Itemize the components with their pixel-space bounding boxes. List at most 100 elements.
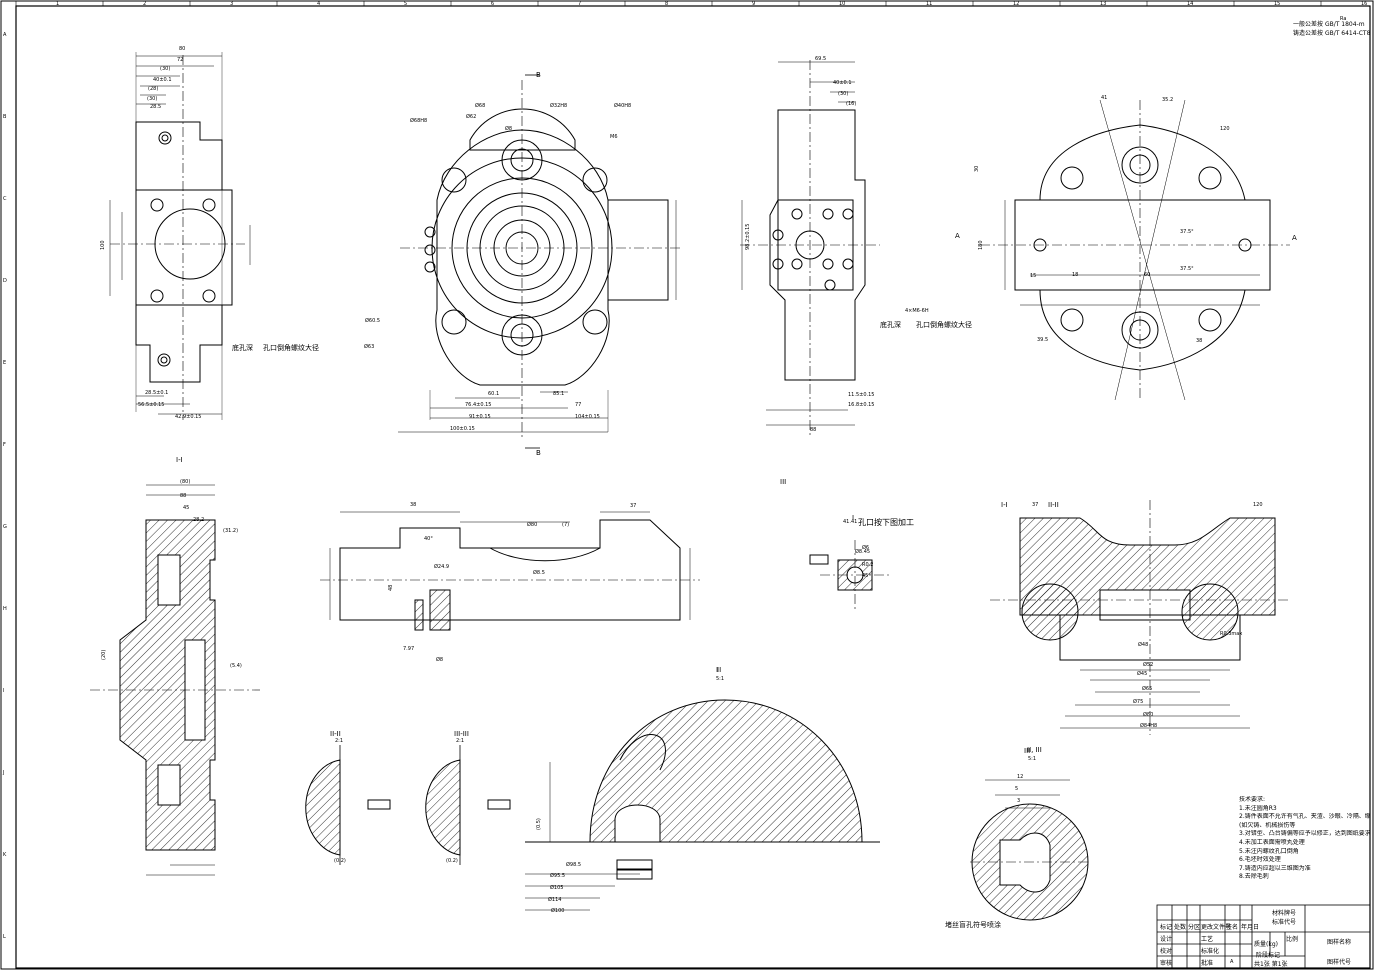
- section-label: I-I: [176, 456, 183, 464]
- hole-detail: [809, 540, 890, 610]
- column-marker: 1: [56, 1, 59, 7]
- tolerance-code-1: GB/T 1804-m: [1324, 21, 1365, 28]
- scale-label: 2:1: [456, 738, 464, 744]
- dimension-s4: Ø48: [1138, 641, 1148, 648]
- column-marker: 3: [230, 1, 233, 7]
- inner-border: [15, 5, 1371, 969]
- dimension-v1: 28.5±0.1: [145, 390, 168, 396]
- role-process: 工艺: [1201, 936, 1214, 943]
- dimension-s4: Ø45: [1137, 670, 1147, 677]
- dimension-v4: 180: [978, 240, 984, 250]
- row-marker: I: [3, 688, 4, 694]
- detail-iii-disk: [425, 745, 511, 865]
- section-label: I: [852, 514, 854, 522]
- dimension-s1: (80): [180, 479, 190, 485]
- section-label: III: [780, 478, 786, 486]
- plug-note: 堵丝盲孔符号喷涂: [945, 920, 1001, 929]
- dimension-v4: 120: [1220, 126, 1230, 132]
- rev-zone: 分区: [1188, 924, 1201, 931]
- part-code-label: 图样代号: [1327, 959, 1352, 966]
- tech-req-title: 技术要求:: [1239, 796, 1266, 803]
- tech-req-item: 3.对错型、凸台铸偏等应予以修正，达到图纸要求: [1239, 830, 1371, 838]
- dimension-v2: Ø68H8: [410, 117, 427, 124]
- tolerance-code-2: GB/T 6414-CT8: [1324, 30, 1371, 37]
- detail-ii-disk: [305, 745, 391, 865]
- row-marker: B: [3, 114, 7, 120]
- dimension-det: (0.2): [334, 858, 346, 864]
- view-side-left: [109, 52, 251, 420]
- dimension-v2: Ø62: [466, 113, 476, 120]
- section-label: II-II: [1048, 501, 1059, 509]
- rev-doc: 更改文件号: [1201, 924, 1232, 931]
- column-marker: 2: [143, 1, 146, 7]
- row-marker: L: [3, 934, 6, 940]
- dimension-s2: Ø80: [527, 521, 537, 528]
- material-label: 材料牌号: [1272, 910, 1297, 917]
- dimension-v2: Ø40H8: [614, 102, 631, 109]
- scale-label: 2:1: [335, 738, 343, 744]
- dimension-s4: 120: [1253, 502, 1263, 508]
- column-marker: 11: [926, 1, 932, 7]
- dimension-s4: Ø80: [1143, 711, 1153, 718]
- dimension-s2: Ø8: [436, 656, 443, 663]
- row-marker: J: [2, 770, 4, 776]
- row-marker: G: [3, 524, 7, 530]
- dimension-s3: Ø6: [862, 544, 869, 551]
- dimension-s1: 88: [180, 493, 186, 499]
- section-label: III-III: [454, 730, 469, 738]
- tech-req-item: 8.去除毛刺: [1239, 873, 1269, 881]
- column-marker: 16: [1361, 1, 1367, 7]
- rev-date: 年月日: [1241, 924, 1260, 931]
- sheets-label: 共1张 第1张: [1254, 961, 1288, 968]
- dimension-v4: 37.5°: [1180, 266, 1194, 272]
- dimension-s4: Ø75: [1133, 698, 1143, 705]
- scale-label: 5:1: [716, 676, 724, 682]
- dimension-s1: (5.4): [230, 663, 242, 669]
- dimension-v2: 104±0.15: [575, 414, 600, 420]
- dimension-v2: 60.1: [488, 391, 499, 397]
- section-arrow-a: A: [955, 232, 960, 240]
- tech-req-item: 5.未注内螺纹孔口倒角: [1239, 847, 1299, 855]
- dimension-det: 12: [1017, 774, 1023, 780]
- dimension-s4: Ø52: [1143, 661, 1153, 668]
- dimension-det: (0.5): [536, 818, 542, 830]
- dimension-v4: 38: [1196, 338, 1202, 344]
- column-marker: 13: [1100, 1, 1106, 7]
- section-right: [990, 500, 1290, 735]
- tech-req-item: 4.未加工表面需喷丸处理: [1239, 838, 1305, 846]
- dimension-v3: (30): [838, 91, 848, 97]
- dimension-v3: 11.5±0.15: [848, 392, 874, 398]
- standard-label: 标准代号: [1272, 919, 1297, 926]
- column-marker: 15: [1274, 1, 1280, 7]
- tolerance-line-1: 一般公差按: [1293, 21, 1324, 28]
- dimension-s2: Ø8.5: [533, 569, 545, 576]
- dimension-v4: 60: [1144, 272, 1150, 278]
- dimension-v2: Ø68: [475, 102, 485, 109]
- title-block-grid: [1156, 904, 1371, 969]
- dimension-v3: 98.2±0.15: [745, 224, 751, 250]
- dimension-s1: 45: [183, 505, 189, 511]
- thread-chamfer-note: 孔口倒角螺纹大径: [263, 343, 319, 352]
- row-marker: D: [3, 278, 7, 284]
- dimension-s3: Ø8.45: [855, 548, 870, 555]
- general-tolerance-note: 一般公差按 GB/T 1804-m 铸造公差按 GB/T 6414-CT8: [1293, 20, 1370, 38]
- role-standard: 标准化: [1201, 948, 1220, 955]
- role-approve: 批准: [1201, 960, 1214, 967]
- section-arrow-b: B: [536, 449, 541, 457]
- dimension-v3: (16): [846, 101, 856, 107]
- dimension-s2: 40°: [424, 536, 433, 542]
- dimension-det: Ø105: [550, 884, 563, 891]
- section-arrow-b: B: [536, 71, 541, 79]
- column-marker: 12: [1013, 1, 1019, 7]
- column-marker: 9: [752, 1, 755, 7]
- dimension-det: 5: [1015, 786, 1018, 792]
- column-marker: 14: [1187, 1, 1193, 7]
- hole-process-note: 孔口按下图加工: [858, 517, 914, 527]
- dimension-v4: 30: [974, 166, 980, 172]
- dimension-v3: 40±0.1: [833, 80, 852, 86]
- title-block: 材料牌号 标准代号 图样名称 图样代号 质量(kg) 比例 共1张 第1张 阶段…: [1157, 905, 1370, 968]
- dimension-v1: 56.5±0.15: [138, 402, 164, 408]
- role-review: 审核: [1160, 960, 1173, 967]
